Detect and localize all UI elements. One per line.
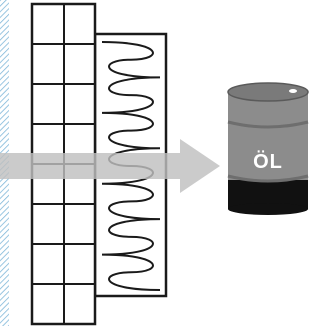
barrel-cap: [289, 89, 297, 93]
barrel-label: ÖL: [253, 150, 283, 173]
oil-barrel-icon: ÖL: [227, 82, 309, 215]
barrel-body: [228, 92, 308, 180]
heat-flow-arrow-icon: [0, 139, 220, 193]
barrel-top: [227, 82, 309, 102]
barrel-band-upper: [227, 120, 309, 129]
barrel-band-lower: [227, 174, 309, 183]
barrel-bottom-edge: [228, 203, 308, 215]
